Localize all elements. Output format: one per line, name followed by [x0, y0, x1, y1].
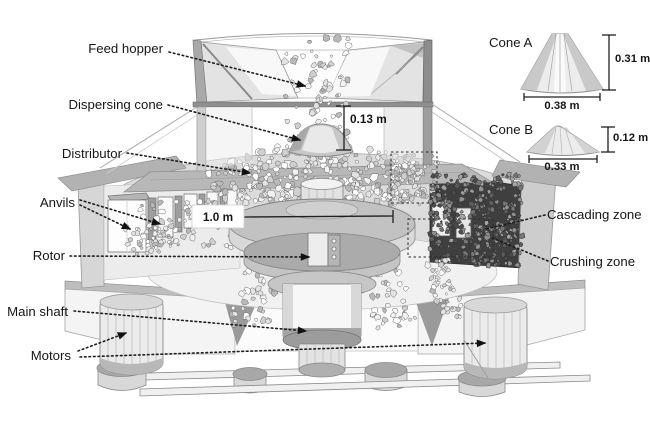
cascading-zone-outline — [390, 151, 438, 204]
leader-lines — [69, 51, 549, 358]
feed-drop-dimension-text: 0.13 m — [350, 112, 387, 126]
cone-b-base-text: 0.33 m — [544, 161, 579, 173]
label-dispersing-cone: Dispersing cone — [68, 97, 163, 112]
leader-anvils-1 — [79, 199, 162, 226]
main-shaft-graphic — [267, 270, 377, 378]
leader-main-shaft — [73, 310, 308, 335]
label-anvils: Anvils — [40, 195, 76, 210]
left-motor-graphic — [99, 293, 164, 376]
right-motor-graphic — [463, 296, 528, 380]
leader-rotor — [69, 253, 311, 261]
cone-b-inset: Cone B 0.12 m 0.33 m — [489, 122, 648, 173]
cone-a-inset: Cone A 0.31 m 0.38 m — [489, 33, 650, 112]
cone-a-height-text: 0.31 m — [615, 53, 650, 65]
leader-distributor — [126, 152, 252, 176]
part-labels: Feed hopper Dispersing cone Distributor … — [7, 41, 641, 363]
rotor-graphic — [228, 178, 416, 282]
rotor-width-dimension: 1.0 m — [191, 204, 394, 229]
cone-a-base-text: 0.38 m — [544, 100, 579, 112]
leader-crushing-zone — [489, 236, 549, 262]
leader-motors-2 — [79, 339, 487, 358]
support-feet-graphic — [96, 359, 591, 397]
label-crushing-zone: Crushing zone — [550, 254, 635, 269]
cone-a-label: Cone A — [489, 35, 532, 50]
feed-hopper-graphic — [99, 33, 521, 175]
feed-drop-dimension: 0.13 m — [336, 105, 387, 151]
leader-anvils-2 — [79, 204, 132, 230]
leader-feed-hopper — [168, 51, 307, 88]
cone-b-height-text: 0.12 m — [613, 132, 648, 144]
label-feed-hopper: Feed hopper — [88, 41, 163, 56]
rotor-width-dimension-text: 1.0 m — [203, 210, 233, 224]
leader-dispersing-cone — [167, 104, 302, 142]
label-rotor: Rotor — [33, 248, 66, 263]
label-cascading-zone: Cascading zone — [547, 207, 642, 222]
cone-b-label: Cone B — [489, 122, 533, 137]
label-main-shaft: Main shaft — [7, 304, 68, 319]
label-motors: Motors — [31, 348, 72, 363]
dispersing-cone-graphic — [288, 123, 354, 157]
leader-motors-1 — [77, 332, 128, 352]
label-distributor: Distributor — [62, 146, 123, 161]
crushing-zone-outline — [407, 218, 494, 258]
leader-cascading-zone — [485, 214, 546, 230]
